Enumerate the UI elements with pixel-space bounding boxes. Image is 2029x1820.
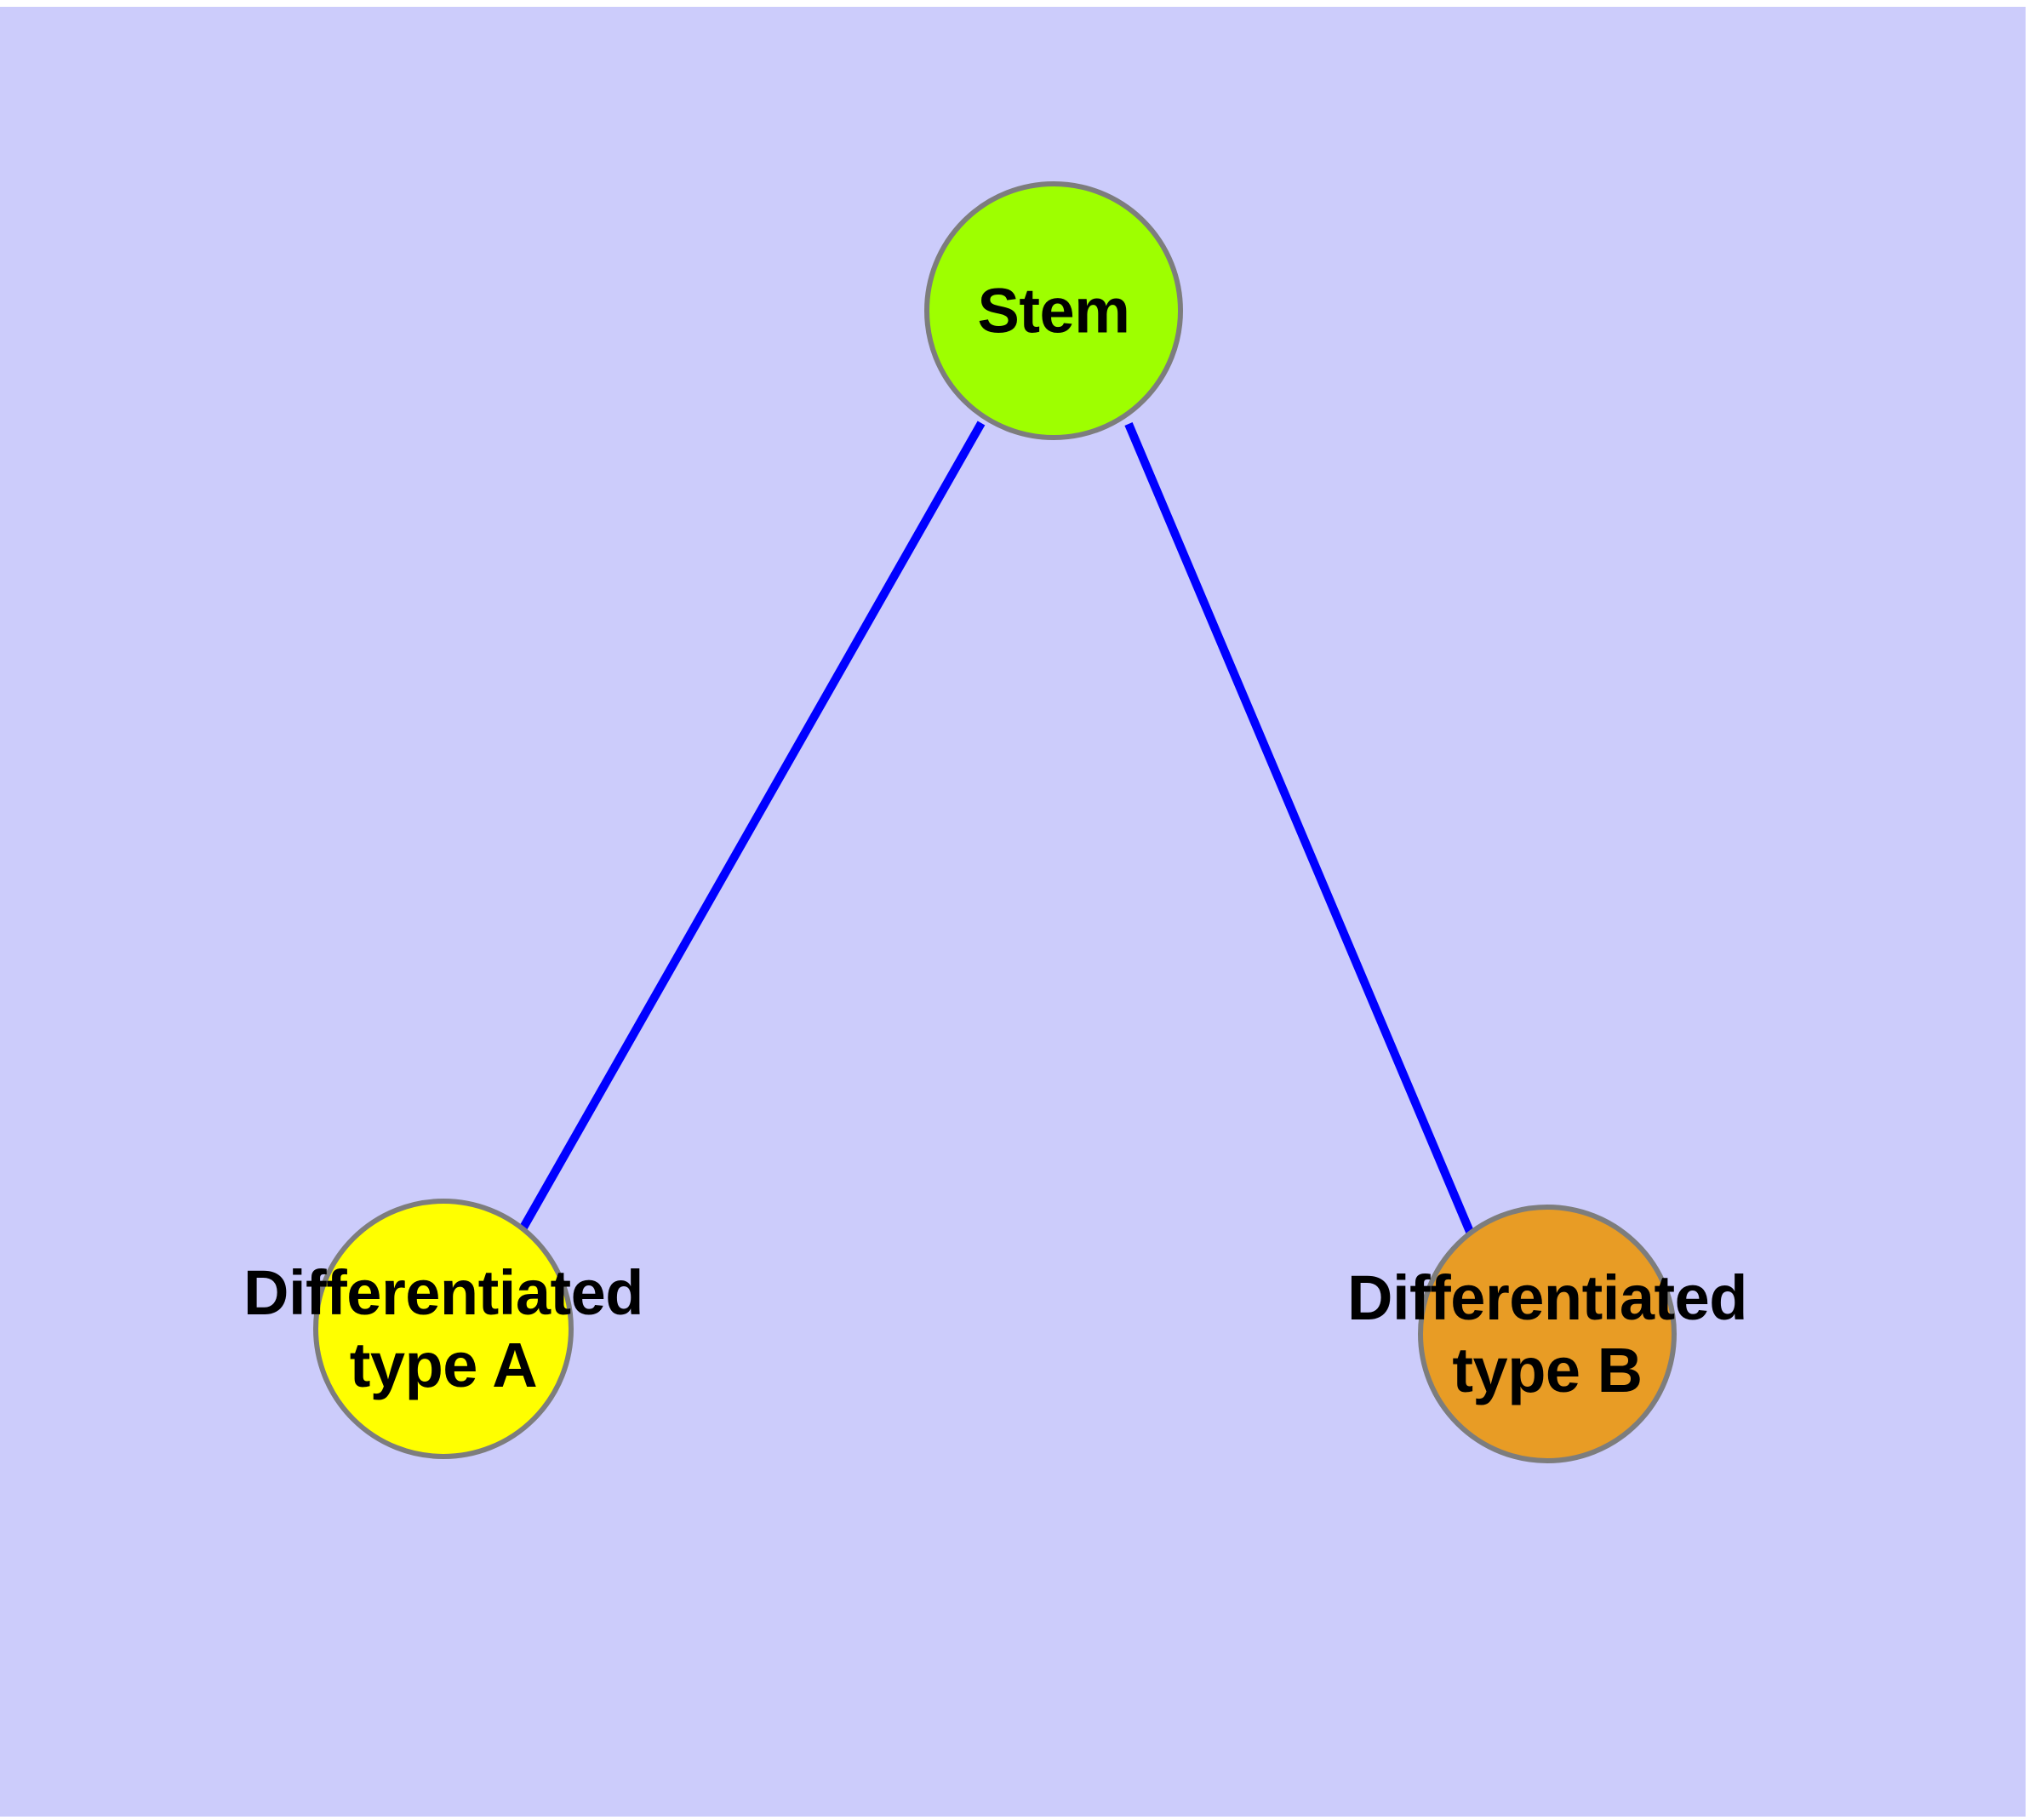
edge-stem-to-diff-a[interactable]: [516, 421, 986, 1236]
node-stem[interactable]: Stem: [924, 181, 1183, 440]
edge-layer: [516, 421, 1477, 1239]
node-stem-label-line-1: Stem: [977, 275, 1130, 346]
node-stem-label: Stem: [978, 274, 1130, 346]
node-diff-a[interactable]: Differentiated type A: [243, 1199, 643, 1459]
edge-stem-to-diff-b[interactable]: [1124, 422, 1477, 1239]
node-diff-b[interactable]: Differentiated type B: [1347, 1205, 1747, 1463]
graph-canvas: Differentiated type A Differentiated typ…: [0, 7, 2026, 1817]
